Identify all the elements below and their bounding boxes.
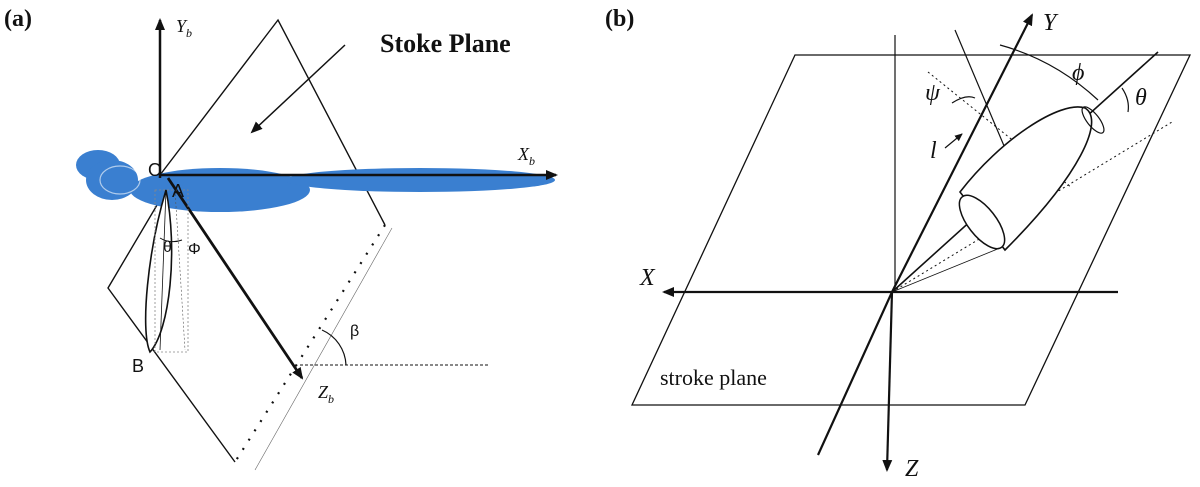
stroke-plane-parallelogram	[630, 54, 1192, 406]
l-pointer-arrow	[944, 133, 963, 149]
stroke-plane-upper-outline	[159, 18, 386, 226]
stroke-plane-pointer-arrow	[250, 44, 346, 134]
x-axis-label: X	[639, 265, 656, 291]
wing-cone	[958, 106, 1105, 252]
beta-label: β	[350, 323, 359, 340]
point-a-label: A	[172, 181, 184, 201]
lower-wing-edge-line	[891, 247, 1001, 293]
stroke-plane-dotted-edge	[234, 224, 386, 463]
yb-axis-label: Yb	[176, 16, 192, 40]
theta-label-a: θ	[163, 239, 172, 256]
xb-axis-label: Xb	[517, 144, 535, 168]
psi-label: ψ	[925, 80, 941, 106]
stroke-plane-lower-outline	[107, 199, 236, 463]
z-axis-label: Z	[905, 456, 919, 482]
y-axis	[891, 13, 1033, 293]
panel-b-label: (b)	[605, 6, 634, 32]
phi-label-b: ϕ	[1072, 60, 1084, 86]
panel-a-label: (a)	[4, 6, 32, 32]
z-axis	[882, 291, 894, 472]
point-o-label: O	[148, 160, 162, 180]
stroke-plane-faint-edge	[254, 227, 393, 471]
y-axis-label: Y	[1043, 10, 1059, 36]
zb-axis-label: Zb	[318, 382, 334, 406]
theta-label-b: θ	[1135, 85, 1147, 111]
y-axis-lower	[816, 291, 894, 456]
point-b-label: B	[132, 356, 144, 376]
l-label: l	[930, 138, 937, 164]
zb-axis	[166, 177, 304, 380]
panel-b: (b) stroke plane Z X Y ϕ	[605, 6, 1192, 482]
panel-a: (a) Stoke Plane Yb Xb Zb β	[4, 6, 558, 471]
stroke-plane-label: stroke plane	[660, 365, 767, 390]
wing	[144, 189, 189, 354]
phi-label-a: Φ	[188, 241, 201, 258]
psi-arc	[951, 96, 976, 104]
phi-arc	[999, 44, 1099, 101]
stroke-plane-title: Stoke Plane	[380, 29, 511, 58]
beta-arc	[321, 329, 347, 366]
psi-reference-dotted	[927, 71, 1073, 189]
theta-arc	[1121, 87, 1129, 113]
